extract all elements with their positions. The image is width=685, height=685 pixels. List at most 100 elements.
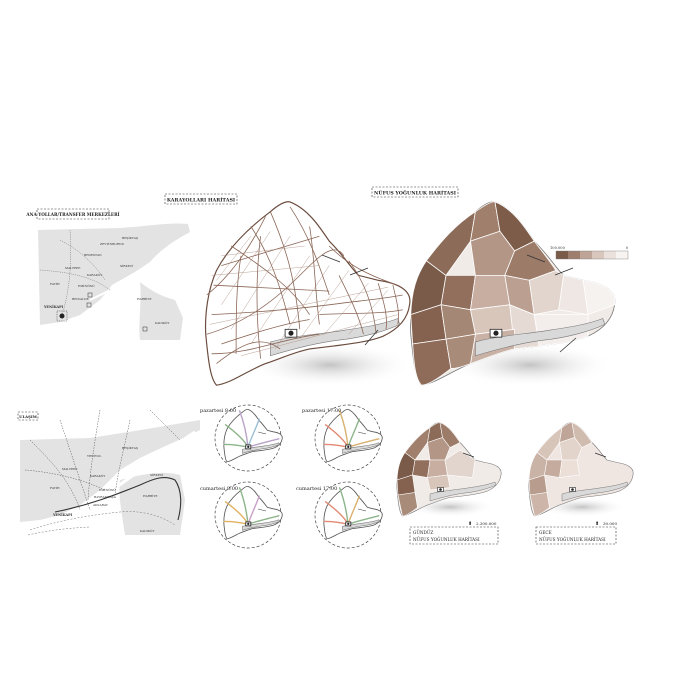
transport-label-fatih: FATİH (50, 485, 60, 490)
snapshot-center-marker (347, 445, 350, 449)
transfer-hub-box (56, 310, 68, 322)
snapshot-center-marker (347, 522, 350, 526)
snapshot-bridge (357, 508, 367, 512)
road-network-minor (209, 231, 398, 356)
day-title-top: GÜNDÜZ (413, 530, 433, 535)
night-count: 30.000 (603, 521, 617, 526)
legend-high: 100.000 (550, 246, 566, 250)
snapshot-bridge (257, 431, 267, 435)
snapshot-route (238, 410, 249, 448)
roads-peninsula (204, 201, 411, 386)
day-density-panel: ⬆ 2.300.000 GÜNDÜZ NÜFUS YOĞUNLUK HARİTA… (396, 422, 502, 545)
transport-label-aksaray: AKSARAY (92, 503, 108, 507)
roads-title-box (164, 193, 238, 205)
density-legend: 100.000 0 (550, 246, 629, 260)
snapshot-time-label: cumartesi 17:00 (296, 486, 337, 492)
day-arrow: ⬆ (468, 521, 472, 527)
transfer-station-3 (86, 302, 92, 308)
transfer-label-maltepe: MALTEPE (65, 266, 80, 270)
time-snapshots: pazartesi 8:00 pazartesi 17:00 cumartesi 8… (200, 404, 383, 549)
snapshot-route (338, 410, 349, 448)
roads-title: KARAYOLLARI HARİTASI (167, 197, 236, 204)
snapshot-time-label: pazartesi 17:00 (302, 408, 341, 414)
transfer-label-zeytinburnu: ZEYTİNBURNU (100, 241, 125, 246)
day-bridge (462, 452, 475, 458)
night-density-panel: ⬆ 30.000 GECE NÜFUS YOĞUNLUK HARİTASI (528, 422, 634, 545)
day-title-bottom: NÜFUS YOĞUNLUK HARİTASI (413, 537, 480, 542)
roads-center-marker (288, 330, 294, 336)
snapshot-time-label: cumartesi 8:00 (200, 486, 238, 492)
density-map-panel: NÜFUS YOĞUNLUK HARİTASI 100.000 0 (371, 186, 629, 387)
transfer-map-panel: ANA YOLLAR/TRANSFER MERKEZLERİ BEDESTAN … (25, 208, 190, 340)
transfer-water-line (89, 244, 171, 301)
density-title-box (371, 186, 459, 198)
transfer-label-bedestan: BEDESTAN (84, 253, 102, 257)
density-peninsula (410, 201, 616, 386)
night-peninsula (528, 422, 634, 517)
density-bridge-3 (559, 337, 577, 353)
transfer-land-shape (38, 223, 190, 325)
transfer-label-besiktas: BEŞİKTAŞ (122, 235, 138, 240)
road-map-panel: KARAYOLLARI HARİTASI (164, 193, 415, 387)
road-network (206, 206, 403, 364)
transport-label-maltepe: MALTEPE (62, 467, 77, 471)
transfer-label-yenikapi: YENİKAPI (43, 304, 64, 309)
transfer-label-kadikoy: KADIKÖY (155, 320, 169, 325)
transport-label-bayrampasa: BAYRAMPAŞA (94, 495, 117, 499)
legend-low: 0 (626, 246, 629, 250)
density-title: NÜFUS YOĞUNLUK HARİTASI (374, 189, 457, 197)
transfer-label-karakoy: KARAKÖY (87, 272, 102, 277)
transport-label-yeniyol: YENİYOL (86, 453, 101, 458)
density-bridge-1 (526, 254, 546, 263)
transport-label-karakoy: KARAKÖY (90, 473, 105, 478)
transport-title: ULAŞIM (19, 414, 37, 419)
night-title-bottom: NÜFUS YOĞUNLUK HARİTASI (539, 537, 606, 542)
snapshot-center-marker (247, 445, 250, 449)
transport-europe-land (20, 420, 200, 522)
density-center-marker (493, 330, 499, 336)
transfer-roads (39, 229, 111, 316)
snapshot-mon-morning: pazartesi 8:00 (200, 404, 283, 472)
transfer-title-box (36, 208, 110, 220)
snapshot-mon-evening: pazartesi 17:00 (302, 404, 383, 472)
snapshot-bridge (357, 431, 367, 435)
snapshot-sat-morning: cumartesi 8:00 (200, 481, 283, 549)
transfer-station-2 (142, 326, 148, 332)
night-arrow: ⬆ (595, 521, 599, 527)
night-bridge (594, 452, 607, 458)
day-peninsula (396, 422, 502, 517)
transfer-label-fatih: FATİH (50, 281, 60, 286)
snapshot-route (338, 487, 349, 525)
roads-bridge-2 (349, 267, 369, 276)
transfer-title: ANA YOLLAR/TRANSFER MERKEZLERİ (25, 212, 119, 217)
transfer-label-sirkeci: SİRKECİ (120, 263, 134, 268)
transport-label-sirkeci: SİRKECİ (150, 472, 164, 477)
roads-bridge-1 (321, 254, 341, 263)
night-title-top: GECE (539, 530, 552, 535)
transport-label-besiktas: BEŞİKTAŞ (122, 445, 138, 450)
transfer-label-belvalde: BELVALDE (72, 297, 89, 301)
transport-rail-tertiary (27, 526, 91, 536)
snapshot-center-marker (247, 522, 250, 526)
transfer-label-harbiye: HARBİYE (137, 296, 152, 301)
snapshot-sat-evening: cumartesi 17:00 (296, 481, 383, 549)
roads-bridge-3 (364, 329, 379, 346)
transport-label-kadikoy: KADIKÖY (140, 528, 154, 533)
transport-title-box (17, 411, 39, 421)
transport-rail-main (54, 476, 182, 521)
transfer-asia-shape (139, 282, 183, 340)
transport-label-yenikapi: YENİKAPI (52, 512, 73, 517)
transport-strait (99, 430, 196, 502)
transport-label-eminonu: EMİNÖNÜ (99, 487, 116, 492)
night-title-box (535, 526, 617, 545)
density-bridge-2 (554, 267, 574, 276)
transport-dashed-routes (24, 409, 181, 511)
transfer-station-1 (87, 292, 93, 298)
snapshot-bridge (257, 508, 267, 512)
transport-label-harbiye: HARBİYE (143, 493, 158, 498)
snapshot-time-label: pazartesi 8:00 (200, 408, 236, 414)
day-count: 2.300.000 (476, 521, 497, 526)
transport-map-panel: ULAŞIM MALTEPE YENİYOL BEŞİKTAŞ KARAKÖY … (17, 409, 200, 536)
transfer-label-eminonu: EMİNÖNÜ (78, 283, 95, 288)
